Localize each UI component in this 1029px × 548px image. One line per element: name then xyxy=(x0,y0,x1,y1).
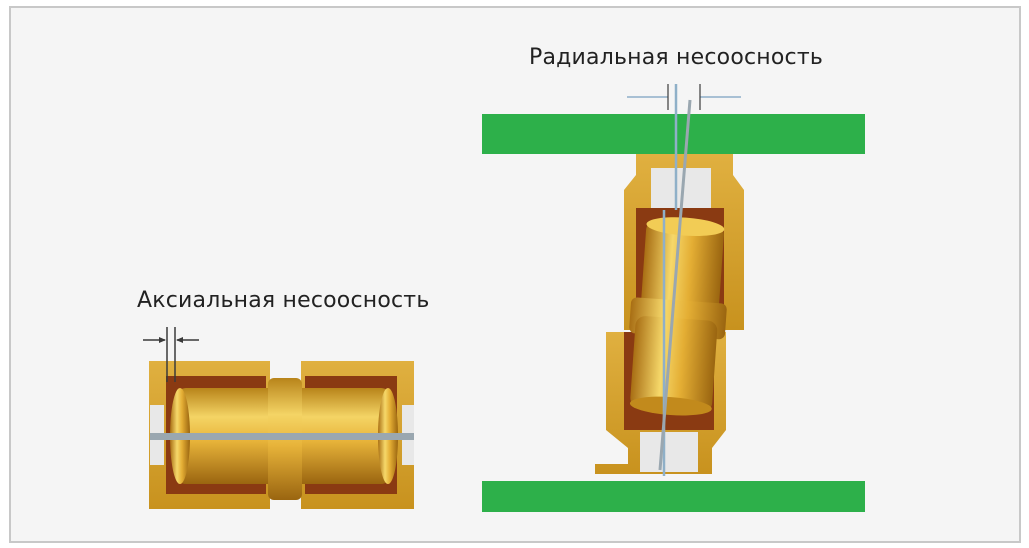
axial-misalignment-label: Аксиальная несоосность xyxy=(137,288,430,313)
radial-connector xyxy=(482,84,865,512)
top-pcb xyxy=(482,114,865,154)
radial-axis-tilt xyxy=(658,99,692,471)
radial-bullet-lower xyxy=(630,316,718,413)
radial-bullet-bottom-end xyxy=(629,396,712,416)
radial-bullet-top-end xyxy=(646,217,725,237)
axial-arrowhead-left xyxy=(159,337,166,343)
bottom-insulator xyxy=(640,432,698,472)
radial-bullet xyxy=(629,217,727,416)
radial-bullet-upper xyxy=(640,220,724,321)
radial-misalignment-label: Радиальная несоосность xyxy=(529,45,824,70)
left-center-pin xyxy=(150,433,414,440)
axial-arrowhead-right xyxy=(176,337,183,343)
bottom-pcb xyxy=(482,481,865,512)
axial-connector xyxy=(143,327,414,509)
